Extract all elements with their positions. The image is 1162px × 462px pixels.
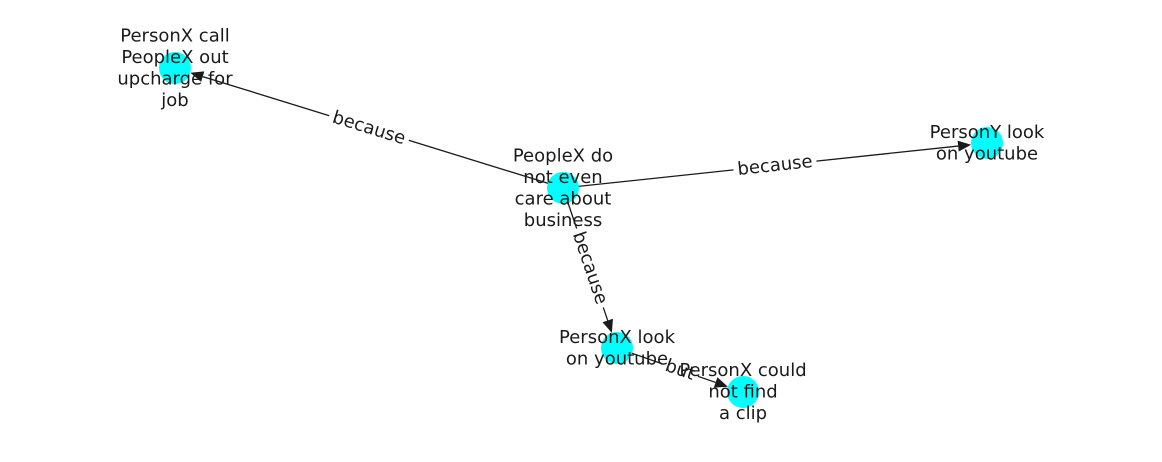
- node-label-line: PersonX could: [679, 360, 806, 381]
- node-label-line: business: [524, 210, 602, 231]
- edge-label: because: [736, 151, 813, 180]
- node-n_center: [547, 172, 579, 204]
- edge-label-group: because: [325, 104, 413, 152]
- node-n_clip: [727, 376, 759, 408]
- edge-label-group: because: [732, 149, 818, 182]
- node-label-line: not find: [708, 382, 777, 403]
- node-label-line: on youtube: [566, 348, 668, 369]
- arrowhead-icon: [602, 318, 613, 333]
- node-n_x: [601, 332, 633, 364]
- node-label-line: not even: [523, 167, 602, 188]
- node-label-line: PersonX call: [120, 25, 229, 46]
- nodes-layer: [159, 52, 1003, 408]
- edge-label-background: [658, 352, 702, 388]
- node-label-line: PersonY look: [930, 122, 1045, 143]
- edge-label-background: [732, 149, 818, 182]
- edge-label-background: [565, 224, 615, 312]
- node-label-line: care about: [515, 188, 612, 209]
- node-label-line: PeopleX out: [121, 47, 228, 68]
- edge-label-group: because: [565, 224, 615, 312]
- edge-label: because: [568, 229, 612, 307]
- node-label-line: PeopleX do: [513, 145, 613, 166]
- node-label-line: PersonX look: [559, 327, 676, 348]
- node-label-line: upcharge for: [117, 68, 233, 89]
- edge-label: because: [330, 107, 408, 149]
- node-n_y: [971, 127, 1003, 159]
- node-label-line: job: [160, 90, 188, 111]
- arrowhead-icon: [190, 71, 205, 82]
- edge-label-background: [325, 104, 413, 152]
- arrowhead-icon: [713, 377, 728, 388]
- node-label-line: on youtube: [936, 143, 1038, 164]
- node-label-line: a clip: [719, 403, 767, 424]
- node-n_call: [159, 52, 191, 84]
- arrowhead-icon: [957, 140, 972, 152]
